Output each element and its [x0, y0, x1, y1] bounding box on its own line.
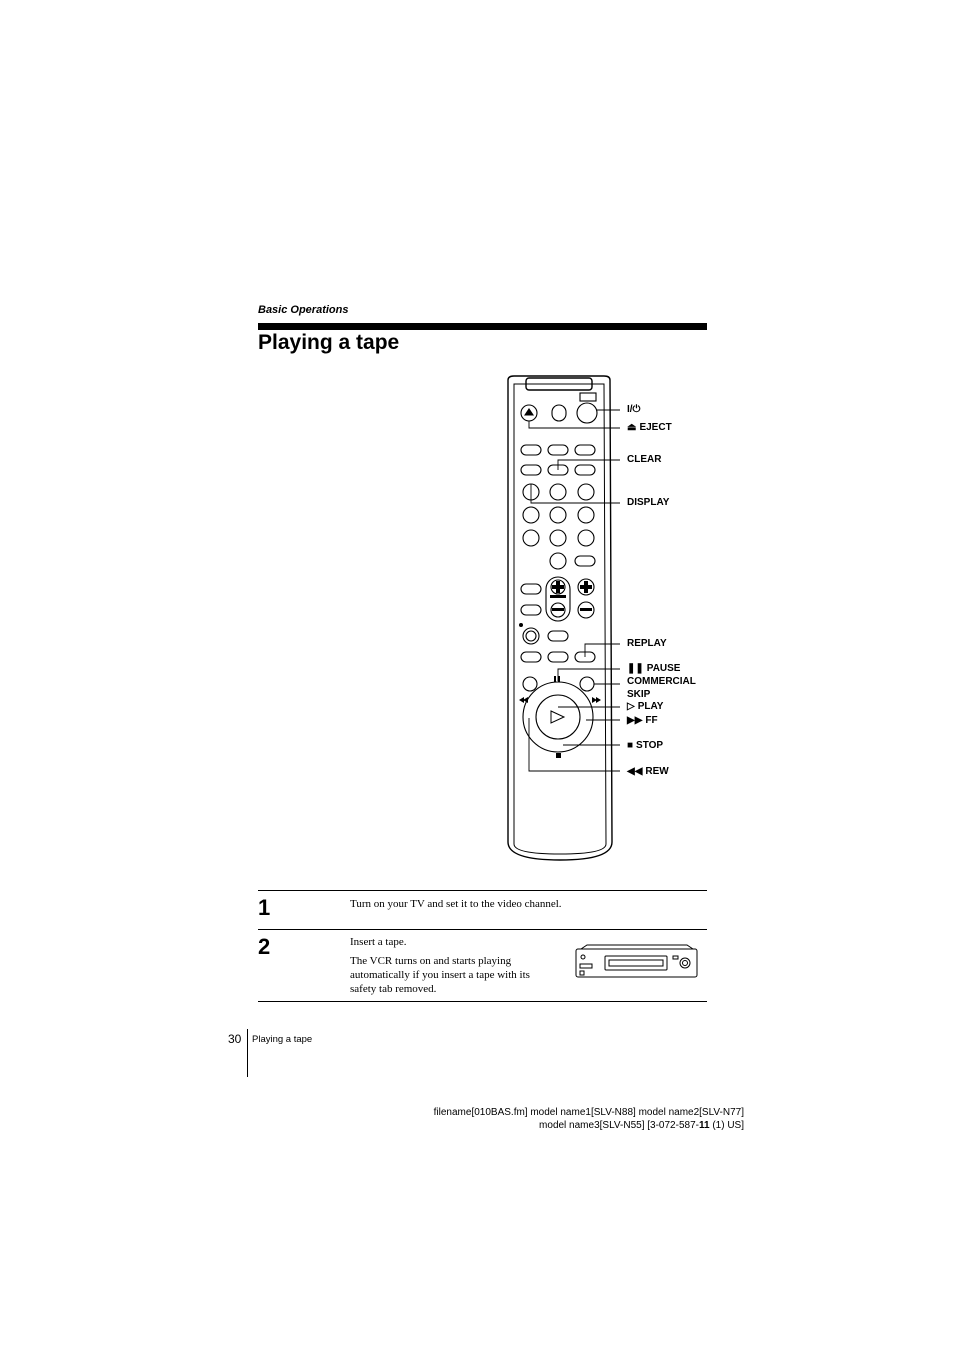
step-number: 2 — [258, 934, 271, 959]
rewind-icon: ◀◀ — [627, 766, 643, 777]
pause-icon: ❚❚ — [627, 663, 644, 674]
file-info-suffix: (1) US] — [709, 1120, 744, 1131]
step-row: 2 Insert a tape. The VCR turns on and st… — [258, 929, 707, 1002]
play-icon: ▷ — [627, 701, 635, 712]
section-label: Basic Operations — [258, 304, 349, 316]
step-note: The VCR turns on and starts playing auto… — [350, 955, 530, 995]
ff-label: ▶▶FF — [627, 715, 658, 727]
rew-label: ◀◀REW — [627, 766, 669, 778]
header-rule — [258, 323, 707, 330]
eject-icon: ⏏ — [627, 422, 637, 433]
page-title: Playing a tape — [258, 331, 400, 354]
step-text: Insert a tape. — [350, 936, 407, 948]
footer-page-title: Playing a tape — [252, 1034, 313, 1045]
eject-label: ⏏EJECT — [627, 422, 672, 434]
file-info-prefix: model name3[SLV-N55] [3-072-587- — [539, 1120, 699, 1131]
commercial-skip-label-line1: COMMERCIAL — [627, 676, 696, 687]
power-label: I/⏻ — [627, 404, 641, 415]
replay-label: REPLAY — [627, 638, 667, 649]
commercial-skip-label-line2: SKIP — [627, 689, 651, 700]
pause-text: PAUSE — [646, 663, 681, 674]
page-number: 30 — [228, 1032, 242, 1046]
eject-text: EJECT — [639, 422, 672, 433]
play-label: ▷PLAY — [627, 701, 663, 713]
clear-label: CLEAR — [627, 454, 662, 465]
step-number: 1 — [258, 895, 271, 920]
fast-forward-icon: ▶▶ — [627, 715, 643, 726]
vcr-illustration — [575, 944, 698, 978]
remote-control-illustration — [507, 375, 620, 861]
ff-text: FF — [645, 715, 658, 726]
rew-text: REW — [645, 766, 669, 777]
file-info-bold: 11 — [698, 1120, 710, 1131]
file-info-line2: model name3[SLV-N55] [3-072-587-11 (1) U… — [434, 1119, 744, 1132]
display-label: DISPLAY — [627, 497, 670, 508]
steps-table: 1 Turn on your TV and set it to the vide… — [258, 890, 707, 1002]
step-body: Insert a tape. The VCR turns on and star… — [350, 930, 550, 996]
file-info-line1: filename[010BAS.fm] model name1[SLV-N88]… — [433, 1107, 744, 1118]
step-text: Turn on your TV and set it to the video … — [350, 898, 562, 910]
stop-icon: ■ — [627, 740, 634, 751]
pause-label: ❚❚PAUSE — [627, 663, 680, 675]
stop-text: STOP — [636, 740, 664, 751]
step-row: 1 Turn on your TV and set it to the vide… — [258, 890, 707, 929]
file-info: filename[010BAS.fm] model name1[SLV-N88]… — [434, 1106, 744, 1132]
step-body: Turn on your TV and set it to the video … — [350, 891, 707, 911]
play-text: PLAY — [637, 701, 664, 712]
stop-label: ■STOP — [627, 740, 663, 752]
footer-divider — [247, 1029, 248, 1077]
